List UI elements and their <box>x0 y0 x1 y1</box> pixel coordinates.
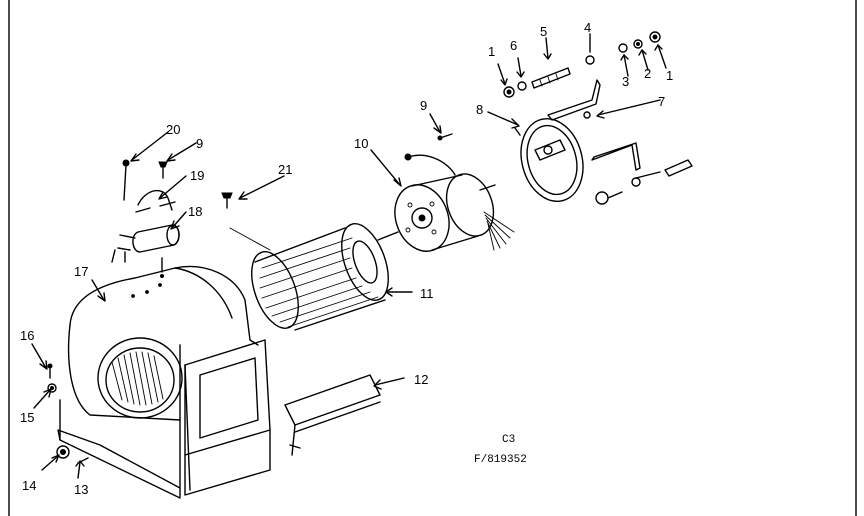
motor <box>377 153 515 252</box>
callout-6: 6 <box>510 38 517 53</box>
callout-20: 20 <box>166 122 180 137</box>
callout-9-upper: 9 <box>420 98 427 113</box>
callout-21: 21 <box>278 162 292 177</box>
motor-mount-ring <box>514 117 584 203</box>
cover-plate <box>284 374 381 456</box>
callout-14: 14 <box>22 478 36 493</box>
callout-12: 12 <box>414 372 428 387</box>
callout-10: 10 <box>354 136 368 151</box>
callout-19: 19 <box>190 168 204 183</box>
mounting-arms <box>547 79 661 187</box>
callout-18: 18 <box>188 204 202 219</box>
callout-17: 17 <box>74 264 88 279</box>
diagram-code-line2: F/819352 <box>474 454 527 466</box>
callout-5: 5 <box>540 24 547 39</box>
callout-8: 8 <box>476 102 483 117</box>
diagram-code-line1: C3 <box>502 434 515 446</box>
callout-1-left: 1 <box>488 44 495 59</box>
callout-3: 3 <box>622 74 629 89</box>
stud-hardware <box>503 31 661 98</box>
wheel-set-screw <box>221 192 233 209</box>
callout-13: 13 <box>74 482 88 497</box>
callout-7: 7 <box>658 94 665 109</box>
callout-2: 2 <box>644 66 651 81</box>
callout-11: 11 <box>420 286 434 301</box>
ground-wire <box>122 159 130 201</box>
blower-housing <box>57 265 271 499</box>
arm-hardware <box>583 55 693 205</box>
callout-4: 4 <box>584 20 591 35</box>
callout-16: 16 <box>20 328 34 343</box>
callout-15: 15 <box>20 410 34 425</box>
callout-1-right: 1 <box>666 68 673 83</box>
blower-wheel <box>251 223 389 331</box>
capacitor-strap <box>135 189 176 213</box>
callout-arrows <box>31 33 667 479</box>
motor-screw <box>437 133 453 141</box>
leader-21-wheel <box>229 227 271 251</box>
foot-hardware <box>47 363 89 464</box>
strap-screw <box>158 161 168 179</box>
callout-9-lower: 9 <box>196 136 203 151</box>
